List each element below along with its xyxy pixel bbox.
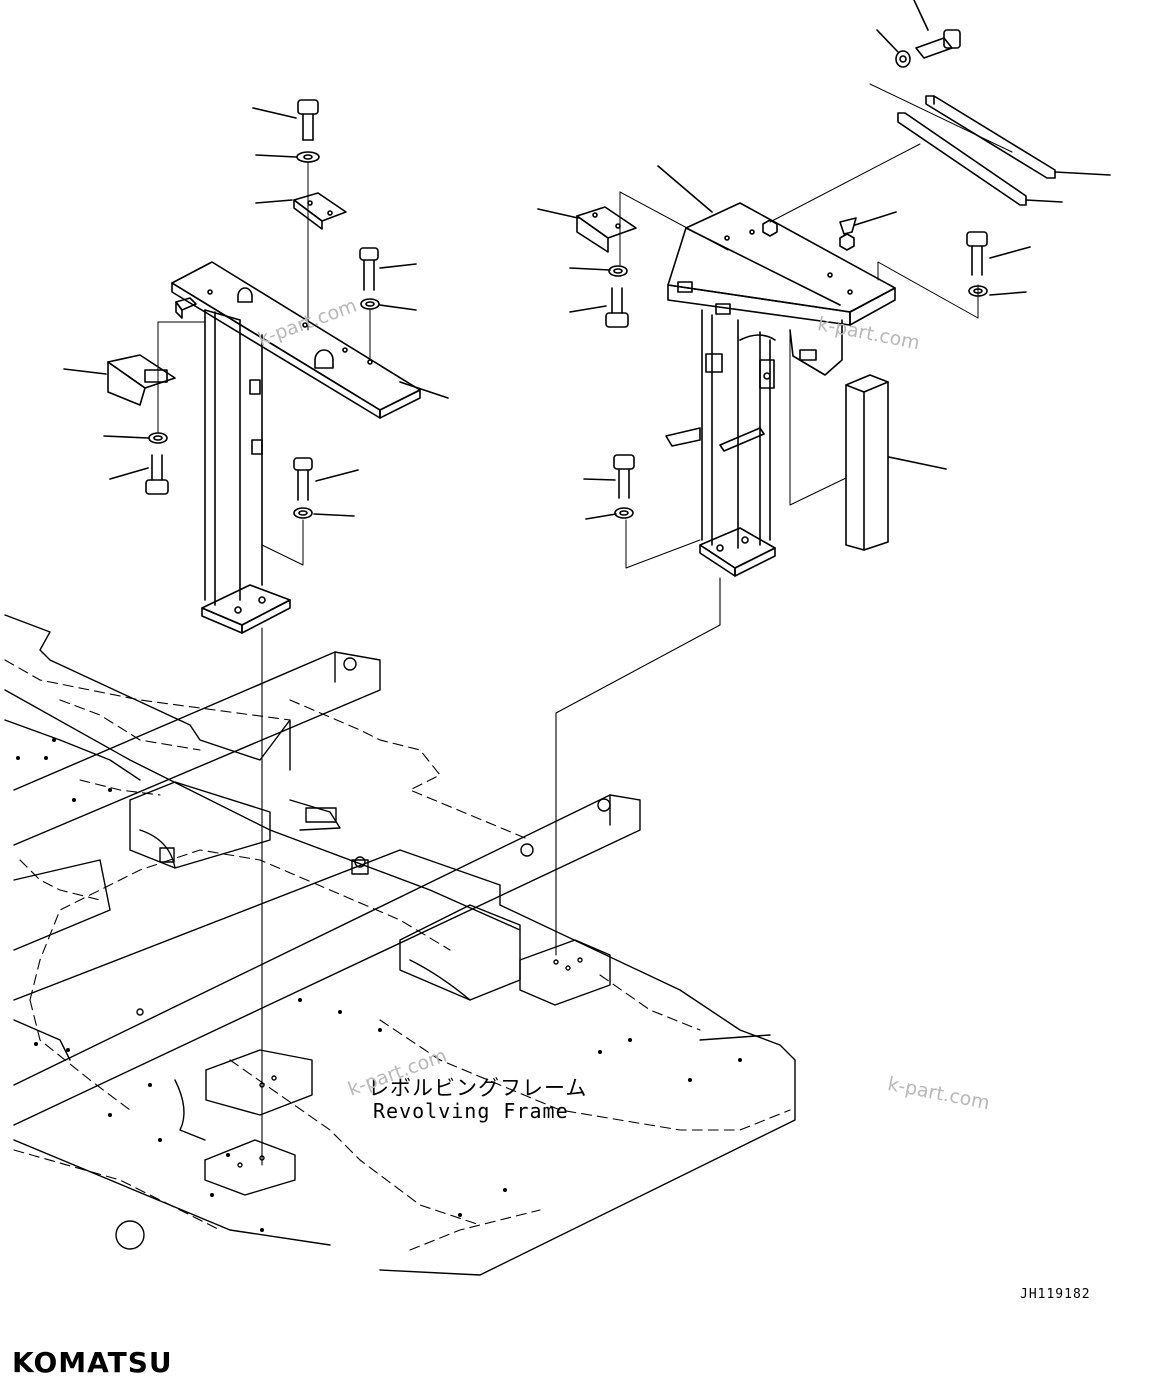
frame-rivets	[16, 738, 742, 1232]
assembly-leader-lines	[261, 577, 721, 1166]
frame-label-english: Revolving Frame	[373, 1099, 569, 1123]
right-bracket-assembly	[537, 0, 1111, 577]
drawing-code: JH119182	[1020, 1287, 1091, 1302]
left-bracket-assembly	[63, 99, 449, 634]
frame-hidden-lines	[4, 659, 791, 1251]
revolving-frame	[4, 614, 796, 1276]
komatsu-logo: KOMATSU	[12, 1346, 173, 1379]
frame-label-japanese: レボルビングフレーム	[368, 1076, 588, 1100]
